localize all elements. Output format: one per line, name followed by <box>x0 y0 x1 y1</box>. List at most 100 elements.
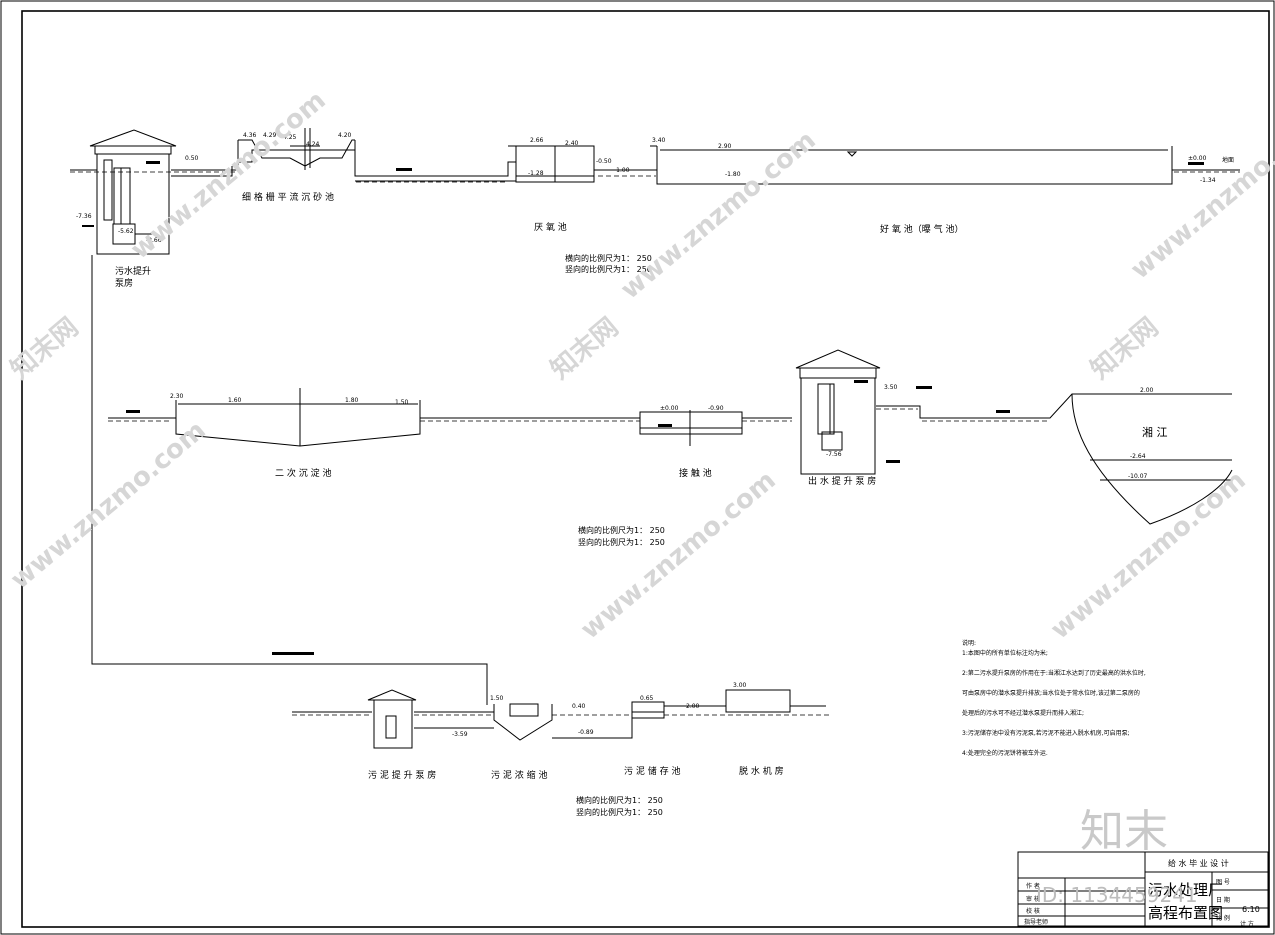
elev-s2-6: 3.50 <box>884 384 898 391</box>
note-2b: 可由泵房中的潜水泵提升排放;当水位处于常水位时,该过第二泵房的 <box>962 689 1140 697</box>
tb-right-no: 图 号 <box>1216 879 1230 886</box>
wm-brand-3: 知末网 <box>1085 312 1164 385</box>
scale-v-2: 竖向的比例尺为1： 250 <box>578 537 665 547</box>
label-river: 湘 江 <box>1142 425 1168 439</box>
scale-v-1: 竖向的比例尺为1： 250 <box>565 264 652 274</box>
elev-s1-1: 4.29 <box>263 132 277 139</box>
elev-s3-3: 3.00 <box>733 682 747 689</box>
tb-row-check: 校 核 <box>1026 907 1040 915</box>
elev-s3-0: 1.50 <box>490 695 504 702</box>
effluent-pump-house <box>795 349 900 475</box>
wm-site-5: www.znzmo.com <box>575 465 781 645</box>
tb-project: 给 水 毕 业 设 计 <box>1168 858 1229 868</box>
label-pump-house-1a: 污水提升 <box>115 265 151 277</box>
elev-s3-5: 0.65 <box>640 695 654 702</box>
ground-label: 地面 <box>1222 156 1234 164</box>
elev-s1-11: -1.80 <box>725 171 741 178</box>
elev-s3-6: 2.00 <box>686 703 700 710</box>
label-sludge-storage: 污 泥 储 存 池 <box>624 765 680 777</box>
note-1: 1:本图中的所有单位标注均为米; <box>962 649 1048 657</box>
label-sludge-thickener: 污 泥 浓 缩 池 <box>491 769 547 781</box>
tb-title-1: 污水处理厂 <box>1148 881 1223 899</box>
elev-s1-4: 4.24 <box>306 141 320 148</box>
label-sludge-pump-house: 污 泥 提 升 泵 房 <box>368 769 436 781</box>
elev-s1-3: 4.20 <box>338 132 352 139</box>
section-1-profile <box>70 128 1240 705</box>
section-3-profile <box>292 689 830 749</box>
wm-site-4: www.znzmo.com <box>5 415 211 595</box>
label-anaerobic-tank: 厌 氧 池 <box>534 221 567 233</box>
label-aerobic-tank: 好 氧 池（曝 气 池） <box>880 223 963 235</box>
tb-right-date: 日 期 <box>1216 896 1230 904</box>
elev-s2-1: 1.60 <box>228 397 242 404</box>
note-3: 3:污泥储存池中设有污泥泵,若污泥不能进入脱水机房,可启用泵; <box>962 729 1130 737</box>
elev-s1-17: 0.50 <box>185 155 199 162</box>
elev-s1-9: -1.28 <box>528 170 544 177</box>
title-block <box>1017 851 1269 927</box>
elev-s2-0: 2.30 <box>170 393 184 400</box>
wm-id: ID: 1134459241 <box>1036 883 1198 907</box>
notes-block: 说明: 1:本图中的所有单位标注均为米; 2:第二污水提升泵房的作用在于:当湘江… <box>962 639 1146 757</box>
label-secondary-clarifier: 二 次 沉 淀 池 <box>275 467 331 479</box>
scale-h-2: 横向的比例尺为1： 250 <box>578 525 665 535</box>
xiang-river <box>1071 393 1233 525</box>
elev-s1-13: -1.34 <box>1200 177 1216 184</box>
elev-s1-15: -8.66 <box>146 237 162 244</box>
elev-s1-18: -0.50 <box>596 158 612 165</box>
elev-s2-7: 2.00 <box>1140 387 1154 394</box>
contact-tank <box>639 410 743 446</box>
wm-site-3: www.znzmo.com <box>1125 105 1275 285</box>
sludge-pump-house <box>367 689 417 749</box>
dewatering-room <box>725 689 791 713</box>
tb-sheet: 计 方 <box>1240 920 1254 928</box>
wm-brand-2: 知末网 <box>545 312 624 385</box>
elev-s1-16: -5.62 <box>118 228 134 235</box>
elev-s1-12: ±0.00 <box>1188 155 1207 162</box>
label-grit-chamber: 细 格 栅 平 流 沉 砂 池 <box>242 191 334 203</box>
wm-site-6: www.znzmo.com <box>1045 465 1251 645</box>
elev-s1-2: 4.25 <box>283 134 297 141</box>
note-4: 4:处理完全的污泥饼将被车外运. <box>962 749 1048 757</box>
elev-s1-8: 2.90 <box>718 143 732 150</box>
elev-s1-7: 3.40 <box>652 137 666 144</box>
elev-s2-9: -10.07 <box>1128 473 1148 480</box>
sludge-thickener <box>493 703 553 741</box>
tb-row-review: 审 核 <box>1026 895 1040 903</box>
wm-logo: 知末 <box>1080 806 1168 857</box>
sewage-pump-house <box>82 129 177 255</box>
tb-right-scale: 比 例 <box>1216 914 1230 922</box>
tb-row-author: 作 者 <box>1026 882 1040 890</box>
fine-screen-grit-chamber <box>237 128 356 170</box>
note-2c: 处理后的污水可不经过潜水泵提升而排入湘江; <box>962 709 1084 717</box>
notes-title: 说明: <box>962 639 976 647</box>
scale-h-1: 横向的比例尺为1： 250 <box>565 253 652 263</box>
elev-s1-10: -1.00 <box>614 167 630 174</box>
elev-s3-2: -0.89 <box>578 729 594 736</box>
scale-v-3: 竖向的比例尺为1： 250 <box>576 807 663 817</box>
label-dewatering-room: 脱 水 机 房 <box>739 765 784 777</box>
tb-date: 6.10 <box>1242 905 1260 914</box>
elev-s3-4: -3.59 <box>452 731 468 738</box>
elev-s2-3: 1.50 <box>395 399 409 406</box>
wm-site-2: www.znzmo.com <box>615 125 821 305</box>
elev-s2-2: 1.80 <box>345 397 359 404</box>
secondary-clarifier <box>126 388 421 447</box>
wm-site-1: www.znzmo.com <box>125 85 331 265</box>
inner-frame <box>21 10 1270 928</box>
tb-row-advisor: 指导老师 <box>1024 918 1048 926</box>
sludge-storage-tank <box>631 701 665 719</box>
label-pump-house-1b: 泵房 <box>115 277 133 289</box>
elev-s1-6: 2.40 <box>565 140 579 147</box>
elev-s2-8: -2.64 <box>1130 453 1146 460</box>
tb-title-2: 高程布置图 <box>1148 904 1223 922</box>
anaerobic-tank <box>396 145 595 183</box>
elev-s2-5: -0.90 <box>708 405 724 412</box>
watermark-layer: www.znzmo.com www.znzmo.com www.znzmo.co… <box>5 85 1275 907</box>
wm-brand-1: 知末网 <box>5 312 84 385</box>
elev-s1-5: 2.66 <box>530 137 544 144</box>
section-2-profile <box>108 349 1233 525</box>
elev-s2-4: ±0.00 <box>660 405 679 412</box>
aerobic-tank <box>650 145 1240 185</box>
